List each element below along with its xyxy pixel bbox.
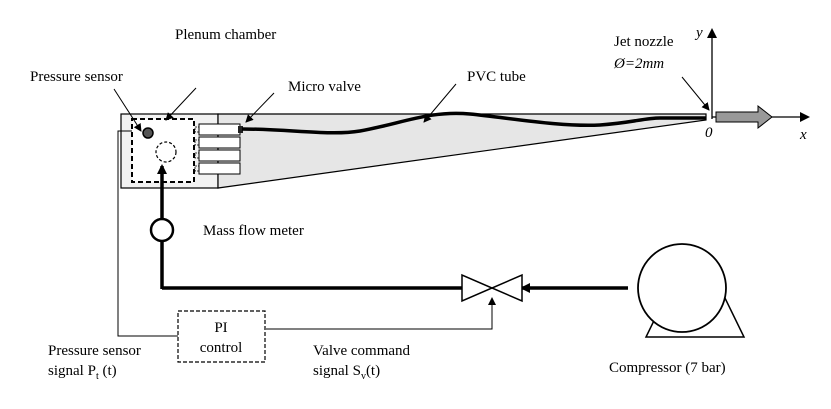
- micro-valve-stack: [194, 123, 243, 175]
- mass-flow-meter-label: Mass flow meter: [203, 223, 304, 239]
- x-axis-label: x: [799, 127, 807, 143]
- valve-command-label-2: signal Sv(t): [313, 363, 380, 382]
- pressure-signal-wire: [117, 130, 178, 337]
- jet-nozzle-pointer: [681, 76, 710, 111]
- pvc-tube-line: [241, 111, 706, 135]
- pressure-sensor-dot: [142, 127, 154, 139]
- compressor: [637, 243, 746, 338]
- compressor-label: Compressor (7 bar): [609, 360, 726, 376]
- pressure-signal-label-2: signal Pt (t): [48, 363, 117, 382]
- pvc-tube-pointer: [423, 83, 457, 123]
- pressure-signal-label-1: Pressure sensor: [48, 343, 141, 359]
- micro-valve-pointer: [245, 92, 275, 123]
- nozzle-diameter-label: Ø=2mm: [613, 56, 664, 72]
- pressure-sensor-pointer: [113, 88, 142, 132]
- micro-valve-label: Micro valve: [288, 79, 361, 95]
- plenum-chamber-label: Plenum chamber: [175, 27, 276, 43]
- plenum-pointer: [165, 87, 197, 121]
- mass-flow-meter: [149, 217, 175, 243]
- pressure-sensor-label: Pressure sensor: [30, 69, 123, 85]
- pi-control-label-1: PI: [214, 320, 227, 336]
- pi-control-box: [177, 310, 266, 363]
- control-valve: [461, 273, 523, 303]
- jet-arrow: [715, 104, 773, 130]
- pvc-tube-label: PVC tube: [467, 69, 526, 85]
- valve-command-label-1: Valve command: [313, 343, 411, 359]
- jet-nozzle-label: Jet nozzle: [614, 34, 674, 50]
- valve-command-wire: [266, 297, 496, 330]
- tapered-housing: [217, 113, 707, 189]
- inlet-dashed-circle: [155, 141, 177, 163]
- pi-control-label-2: control: [200, 340, 243, 356]
- y-axis-label: y: [694, 25, 703, 41]
- origin-label: 0: [705, 125, 713, 141]
